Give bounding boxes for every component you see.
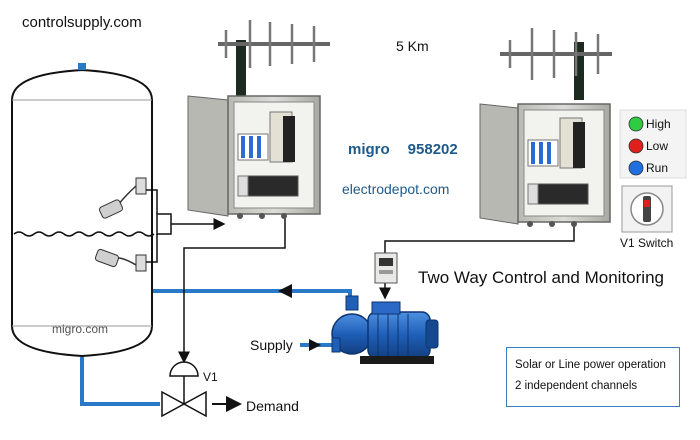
indicator-lamp-low — [628, 138, 644, 154]
float-switch-high — [98, 177, 147, 219]
pump — [331, 295, 439, 364]
control-valve-v1 — [161, 361, 207, 418]
model-number: 958202 — [407, 141, 458, 158]
supply-arrow — [309, 339, 321, 351]
control-box-right — [479, 103, 611, 227]
tank-vent — [78, 63, 86, 70]
diagram-title: Two Way Control and Monitoring — [418, 268, 664, 287]
valve-label: V1 — [203, 370, 218, 384]
info-line-channels: 2 independent channels — [515, 380, 638, 392]
indicator-lamp-run — [628, 160, 644, 176]
signal-wiring — [146, 189, 575, 364]
remote-relay-module — [374, 252, 398, 284]
brand-name: migro — [348, 141, 390, 158]
v1-selector-switch[interactable] — [621, 185, 673, 233]
return-pipe — [150, 289, 352, 305]
control-box-left — [187, 95, 321, 219]
demand-label: Demand — [246, 398, 299, 414]
storage-tank — [11, 63, 155, 358]
indicator-low-label: Low — [646, 139, 669, 153]
remote-wire — [384, 226, 575, 253]
distance-label: 5 Km — [396, 38, 429, 54]
float-switch-low — [94, 248, 147, 272]
website-label: controlsupply.com — [22, 14, 142, 31]
valve-control-wire — [178, 216, 286, 364]
water-level-line — [13, 231, 155, 237]
antenna-left — [218, 20, 330, 98]
indicator-lamps — [628, 116, 644, 176]
switch-label: V1 Switch — [620, 236, 674, 250]
tank-label: migro.com — [52, 322, 109, 336]
brand-model-label: migro 958202 — [348, 141, 458, 158]
return-arrow — [278, 284, 292, 298]
supply-label: Supply — [250, 337, 293, 353]
indicator-lamp-high — [628, 116, 644, 132]
indicator-run-label: Run — [646, 161, 669, 175]
antenna-right — [500, 28, 612, 100]
indicator-high-label: High — [646, 117, 671, 131]
info-box: Solar or Line power operation 2 independ… — [506, 347, 680, 407]
outlet-pipe — [80, 357, 160, 406]
junction-box — [156, 213, 172, 235]
info-line-power: Solar or Line power operation — [515, 359, 666, 371]
distributor-label: electrodepot.com — [342, 181, 450, 197]
